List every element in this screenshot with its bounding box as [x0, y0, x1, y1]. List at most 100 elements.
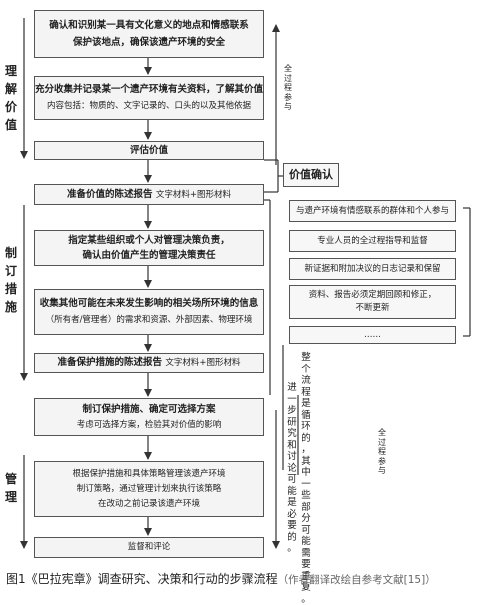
stage-char: 管	[4, 470, 18, 488]
label-char: 参	[377, 457, 387, 467]
note-char: 其	[300, 456, 312, 468]
note-char: 要	[286, 520, 298, 532]
step-detail: 根据保护措施和具体策略管理该遗产环境	[35, 468, 263, 481]
step-detail: 内容包括：物质的、文字记录的、口头的以及其他依据	[35, 100, 263, 113]
step-title: 准备保护措施的陈述报告 文字材料+图形材料	[35, 356, 263, 370]
box-text: 资料、报告必须定期回顾和修正，	[290, 289, 455, 302]
label-char: 全	[283, 64, 293, 74]
note-char: 一	[286, 394, 298, 406]
stage-char: 值	[4, 116, 18, 134]
stage-char: 理	[4, 62, 18, 80]
note-char: 可	[286, 474, 298, 486]
flow-step-monitor: 监督和评论	[34, 537, 264, 558]
step-title: 确认和识别某一具有文化意义的地点和情感联系	[35, 19, 263, 33]
note-char: 环	[300, 421, 312, 433]
participation-box-ellipsis: ……	[289, 326, 456, 344]
step-title: 收集其他可能在未来发生影响的相关场所环境的信息	[35, 297, 263, 311]
flow-step-develop-policy: 制订保护措施、确定可选择方案 考虑可选择方案，检验其对价值的影响	[34, 398, 264, 436]
note-char: 整	[300, 352, 312, 364]
note-char: 是	[300, 398, 312, 410]
note-char: 。	[286, 543, 298, 555]
note-char: 些	[300, 490, 312, 502]
stage-char: 理	[4, 488, 18, 506]
participation-box-community: 与遗产环境有情感联系的群体和个人参与	[289, 200, 456, 222]
box-text: 新证据和附加决议的日志记录和保留	[290, 263, 455, 276]
note-char: 讨	[286, 451, 298, 463]
step-note: 文字材料+图形材料	[156, 190, 231, 200]
flow-step-identify: 确认和识别某一具有文化意义的地点和情感联系 保护该地点，确保该遗产环境的安全	[34, 10, 264, 58]
note-char: 能	[300, 536, 312, 548]
stage-char: 施	[4, 298, 18, 316]
figure-caption: 图1《巴拉宪章》调查研究、决策和行动的步骤流程（作者翻译改绘自参考文献[15]）	[6, 570, 436, 587]
step-title: 监督和评论	[35, 541, 263, 554]
flow-step-policy-report: 准备保护措施的陈述报告 文字材料+图形材料	[34, 353, 264, 373]
note-char: 分	[300, 513, 312, 525]
cycle-note-col2: 进 一 步 研 究 和 讨 论 可 能 是 必 要 的 。	[286, 382, 298, 555]
note-char: 可	[300, 525, 312, 537]
note-char: 论	[286, 463, 298, 475]
box-text: 专业人员的全过程指导和监督	[290, 235, 455, 248]
stage-char: 价	[4, 98, 18, 116]
note-char: 程	[300, 387, 312, 399]
flow-step-value-report: 准备价值的陈述报告 文字材料+图形材料	[34, 184, 264, 205]
stage-label-understand: 理 解 价 值	[4, 62, 18, 134]
note-char: 和	[286, 440, 298, 452]
step-title: 制订保护措施、确定可选择方案	[35, 403, 263, 417]
label-char: 程	[377, 447, 387, 457]
label-char: 与	[377, 466, 387, 476]
note-char: 中	[300, 467, 312, 479]
step-title-text: 准备保护措施的陈述报告	[58, 357, 163, 368]
box-text: 与遗产环境有情感联系的群体和个人参与	[290, 205, 455, 218]
step-detail: 在改动之前记录该遗产环境	[35, 498, 263, 511]
stage-label-formulate: 制 订 措 施	[4, 244, 18, 316]
caption-source: （作者翻译改绘自参考文献[15]）	[278, 574, 436, 586]
note-char: 。	[300, 594, 312, 605]
participation-box-professionals: 专业人员的全过程指导和监督	[289, 230, 456, 252]
stage-char: 订	[4, 262, 18, 280]
participation-box-records: 新证据和附加决议的日志记录和保留	[289, 258, 456, 280]
note-char: 的	[286, 532, 298, 544]
label-char: 参	[283, 93, 293, 103]
caption-main: 图1《巴拉宪章》调查研究、决策和行动的步骤流程	[6, 572, 278, 586]
box-text: ……	[290, 329, 455, 342]
note-char: 要	[300, 559, 312, 571]
step-title: 充分收集并记录某一个遗产环境有关资料，了解其价值	[35, 83, 263, 97]
note-char: 的	[300, 433, 312, 445]
participation-label-top: 全 过 程 参 与	[283, 64, 293, 112]
flow-step-collect: 充分收集并记录某一个遗产环境有关资料，了解其价值 内容包括：物质的、文字记录的、…	[34, 76, 264, 120]
stage-char: 制	[4, 244, 18, 262]
step-subtitle: 保护该地点，确保该遗产环境的安全	[35, 36, 263, 50]
step-subtitle: 确认由价值产生的管理决策责任	[35, 249, 263, 263]
note-char: 是	[286, 497, 298, 509]
note-char: 需	[300, 548, 312, 560]
step-title: 评估价值	[35, 144, 263, 158]
flow-step-gather-info: 收集其他可能在未来发生影响的相关场所环境的信息 （所有者/管理者）的需求和资源、…	[34, 289, 264, 335]
participation-label-bottom: 全 过 程 参 与	[377, 428, 387, 476]
label-char: 程	[283, 83, 293, 93]
step-title-text: 准备价值的陈述报告	[67, 189, 153, 200]
value-confirmation-box: 价值确认	[283, 163, 339, 187]
note-char: 研	[286, 417, 298, 429]
step-note: 文字材料+图形材料	[165, 358, 240, 368]
step-detail: 制订策略，通过管理计划来执行该策略	[35, 483, 263, 496]
note-char: 究	[286, 428, 298, 440]
participation-box-review: 资料、报告必须定期回顾和修正， 不断更新	[289, 285, 456, 319]
label-char: 与	[283, 102, 293, 112]
note-char: 进	[286, 382, 298, 394]
cycle-note-col1: 整 个 流 程 是 循 环 的 ， 其 中 一 些 部 分 可 能 需 要 重 …	[300, 352, 312, 605]
note-char: 步	[286, 405, 298, 417]
note-char: 一	[300, 479, 312, 491]
note-char: 流	[300, 375, 312, 387]
note-char: ，	[300, 444, 312, 456]
step-detail: （所有者/管理者）的需求和资源、外部因素、物理环境	[35, 314, 263, 327]
flow-step-manage: 根据保护措施和具体策略管理该遗产环境 制订策略，通过管理计划来执行该策略 在改动…	[34, 461, 264, 517]
note-char: 必	[286, 509, 298, 521]
label-char: 全	[377, 428, 387, 438]
stage-char: 措	[4, 280, 18, 298]
stage-char: 解	[4, 80, 18, 98]
label-char: 过	[283, 74, 293, 84]
note-char: 能	[286, 486, 298, 498]
box-text: 不断更新	[290, 302, 455, 315]
label-char: 过	[377, 438, 387, 448]
step-title: 准备价值的陈述报告 文字材料+图形材料	[35, 188, 263, 202]
